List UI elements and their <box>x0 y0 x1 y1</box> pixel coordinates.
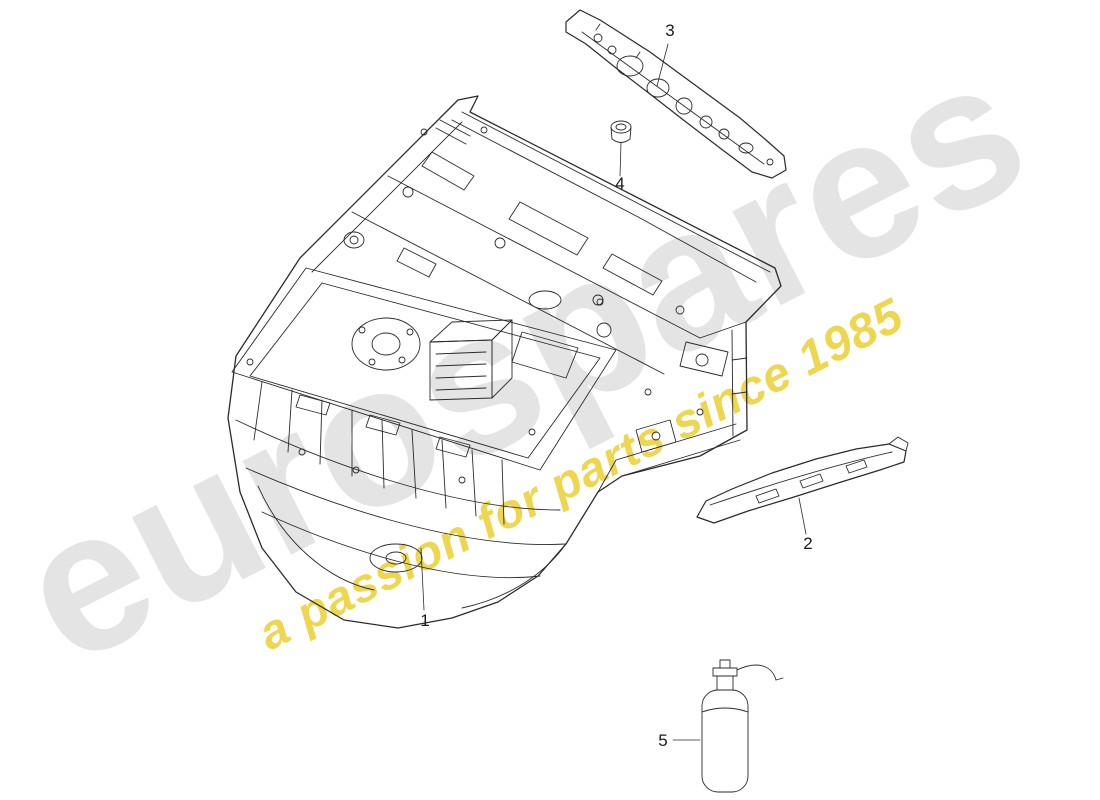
side-panel-drawing <box>696 436 909 524</box>
callout-5[interactable]: 5 <box>658 731 668 750</box>
watermark-tagline-text: a passion for parts since 1985 <box>250 288 913 661</box>
watermark: eurospares a passion for parts since 198… <box>0 13 1079 747</box>
callout-1[interactable]: 1 <box>420 611 430 630</box>
front-body-structure-drawing <box>227 95 782 629</box>
callout-3[interactable]: 3 <box>665 21 675 40</box>
watermark-brand-text: eurospares <box>0 13 1059 707</box>
leader-lines <box>420 43 807 741</box>
callout-4[interactable]: 4 <box>615 174 625 193</box>
spray-bottle-drawing <box>701 659 784 793</box>
plug-drawing <box>610 120 632 143</box>
callout-2[interactable]: 2 <box>803 534 813 553</box>
